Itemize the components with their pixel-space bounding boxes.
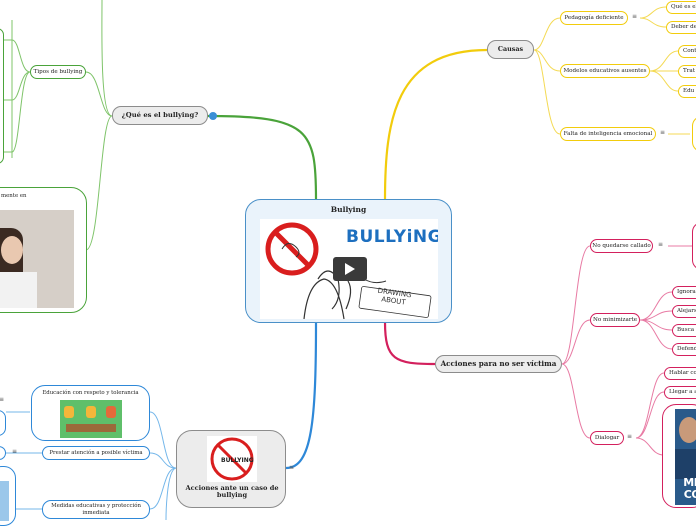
connector-types-lines	[0, 20, 13, 158]
connector-pedagogy	[533, 17, 561, 51]
note-icon[interactable]: ≡	[12, 448, 18, 455]
offscreen-node-4[interactable]	[0, 28, 4, 164]
subtopic-models-child-1[interactable]: Cont	[678, 45, 696, 58]
subtopic-types[interactable]: Tipos de bullying	[30, 65, 86, 79]
connector-victim	[383, 321, 436, 366]
connector-pedagogy-children	[639, 6, 667, 28]
central-title: Bullying	[330, 205, 367, 214]
subtopic-minimize-child-3[interactable]: Busca p	[672, 324, 696, 337]
actions-case-image: BULLYING	[207, 436, 257, 482]
connector-minimize	[561, 319, 591, 365]
subtopic-measures[interactable]: Medidas educativas y protección inmediat…	[42, 500, 150, 519]
note-icon[interactable]: ≡	[632, 13, 638, 20]
play-icon	[345, 263, 355, 275]
subtopic-dialogue-card[interactable]: ME CO	[662, 404, 696, 508]
subtopic-pedagogy-child-2[interactable]: Deber de	[666, 21, 696, 34]
central-topic[interactable]: Bullying BULLYiNG DRAWING ABOUT	[245, 199, 452, 323]
connector-minimize-children	[639, 291, 673, 350]
connector-quiet	[561, 245, 591, 365]
subtopic-minimize-child-2[interactable]: Alejars	[672, 305, 696, 318]
subtopic-minimize[interactable]: No minimizarte	[590, 313, 640, 327]
subtopic-dialogue[interactable]: Dialogar	[590, 431, 624, 445]
connector-models-children	[649, 50, 679, 92]
poster-text: ME CO	[683, 476, 696, 501]
actions-case-label: Acciones ante un caso de bullying	[185, 484, 279, 500]
note-icon[interactable]: ≡	[0, 396, 5, 403]
topic-what-is[interactable]: ¿Qué es el bullying?	[112, 106, 208, 125]
connector-left-stubs	[6, 411, 42, 510]
connector-what-is	[207, 114, 318, 201]
svg-text:BULLYING: BULLYING	[221, 457, 254, 464]
bullying-drawing	[265, 222, 432, 319]
subtopic-emotional-card[interactable]	[692, 116, 696, 152]
note-icon[interactable]: ≡	[660, 129, 666, 136]
connector-bottom-offscreen	[165, 467, 177, 520]
subtopic-quiet-card[interactable]	[692, 222, 696, 270]
connector-dialogue	[561, 363, 591, 439]
subtopic-models-child-2[interactable]: Trat	[678, 65, 696, 78]
video-word: BULLYiNG	[346, 227, 438, 247]
connector-types	[85, 71, 113, 117]
subtopic-attention[interactable]: Prestar atención a posible víctima	[42, 446, 150, 460]
offscreen-node-3[interactable]	[0, 466, 16, 526]
subtopic-models[interactable]: Modelos educativos ausentes	[560, 64, 650, 78]
globe-icon[interactable]	[209, 112, 217, 120]
connector-dialogue-children	[635, 372, 665, 456]
poster-image: ME CO	[675, 409, 696, 505]
education-label: Educación con respeto y tolerancia	[42, 390, 139, 396]
subtopic-partial-card[interactable]: mente en	[0, 187, 87, 313]
topic-actions-case[interactable]: BULLYING Acciones ante un caso de bullyi…	[176, 430, 286, 508]
girl-photo	[0, 210, 74, 308]
topic-causes[interactable]: Causas	[487, 40, 534, 59]
connector-attention	[149, 452, 177, 469]
connector-top-offscreen	[101, 0, 113, 117]
connector-emotional	[533, 49, 561, 135]
connector-caption	[85, 115, 113, 251]
note-icon[interactable]: ≡	[627, 433, 633, 440]
connector-models	[533, 49, 561, 72]
subtopic-emotional[interactable]: Falta de inteligencia emocional	[560, 127, 656, 141]
connector-actions-case	[285, 321, 318, 470]
note-icon[interactable]: ≡	[289, 464, 295, 471]
play-button[interactable]	[333, 257, 367, 281]
subtopic-dialogue-child-2[interactable]: Llegar a a	[664, 386, 696, 399]
connector-types-children	[11, 39, 31, 153]
connector-causes	[383, 48, 488, 201]
topic-victim-actions[interactable]: Acciones para no ser víctima	[435, 355, 562, 373]
subtopic-education[interactable]: Educación con respeto y tolerancia	[31, 385, 150, 441]
connector-education	[149, 411, 177, 469]
subtopic-pedagogy[interactable]: Pedagogía deficiente	[560, 11, 628, 25]
partial-caption: mente en	[1, 193, 27, 199]
subtopic-dialogue-child-1[interactable]: Hablar co	[664, 367, 696, 380]
subtopic-models-child-3[interactable]: Edu	[678, 85, 696, 98]
subtopic-quiet[interactable]: No quedarse callado	[590, 239, 653, 253]
subtopic-minimize-child-1[interactable]: Ignora	[672, 286, 696, 299]
subtopic-pedagogy-child-1[interactable]: Qué es el	[666, 1, 696, 14]
note-icon[interactable]: ≡	[658, 241, 664, 248]
video-thumbnail[interactable]: BULLYiNG DRAWING ABOUT	[260, 219, 438, 319]
classroom-image	[60, 400, 122, 438]
subtopic-minimize-child-4[interactable]: Defend	[672, 343, 696, 356]
connector-measures	[149, 467, 177, 510]
